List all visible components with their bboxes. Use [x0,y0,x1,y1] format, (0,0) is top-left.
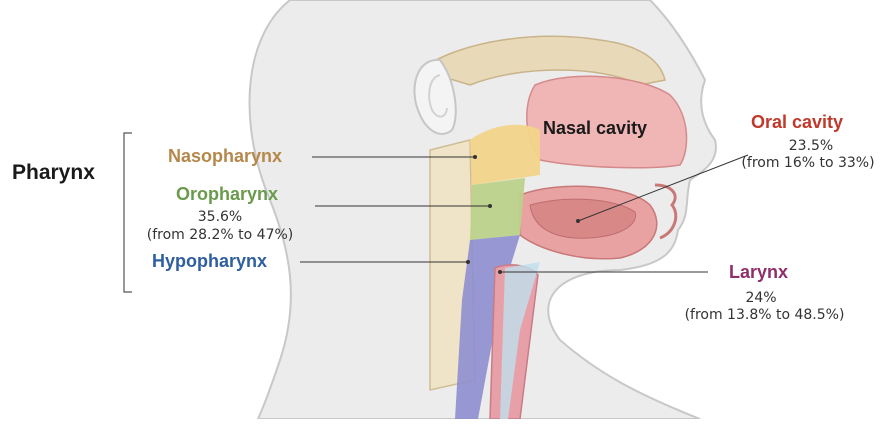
pharynx-bracket [124,133,132,292]
nasopharynx-band [470,125,540,185]
oral-cavity-label: Oral cavity [751,112,843,133]
oral-cavity-leader-dot [576,219,580,223]
pharynx-label: Pharynx [12,161,95,185]
larynx-leader-dot [498,270,502,274]
nasal-cavity-label: Nasal cavity [543,118,647,139]
larynx-label: Larynx [729,262,788,283]
larynx-percentage: 24% [721,290,801,307]
oropharynx-range: (from 28.2% to 47%) [134,227,306,244]
nasopharynx-leader-dot [473,155,477,159]
oral-cavity-percentage: 23.5% [771,138,851,155]
oral-cavity-range: (from 16% to 33%) [733,155,883,172]
hypopharynx-label: Hypopharynx [152,251,267,272]
oropharynx-leader-dot [488,204,492,208]
hypopharynx-leader-dot [466,260,470,264]
larynx-range: (from 13.8% to 48.5%) [672,307,857,324]
nasopharynx-label: Nasopharynx [168,146,282,167]
oropharynx-band [470,178,525,240]
oropharynx-label: Oropharynx [176,184,278,205]
oropharynx-percentage: 35.6% [180,209,260,226]
